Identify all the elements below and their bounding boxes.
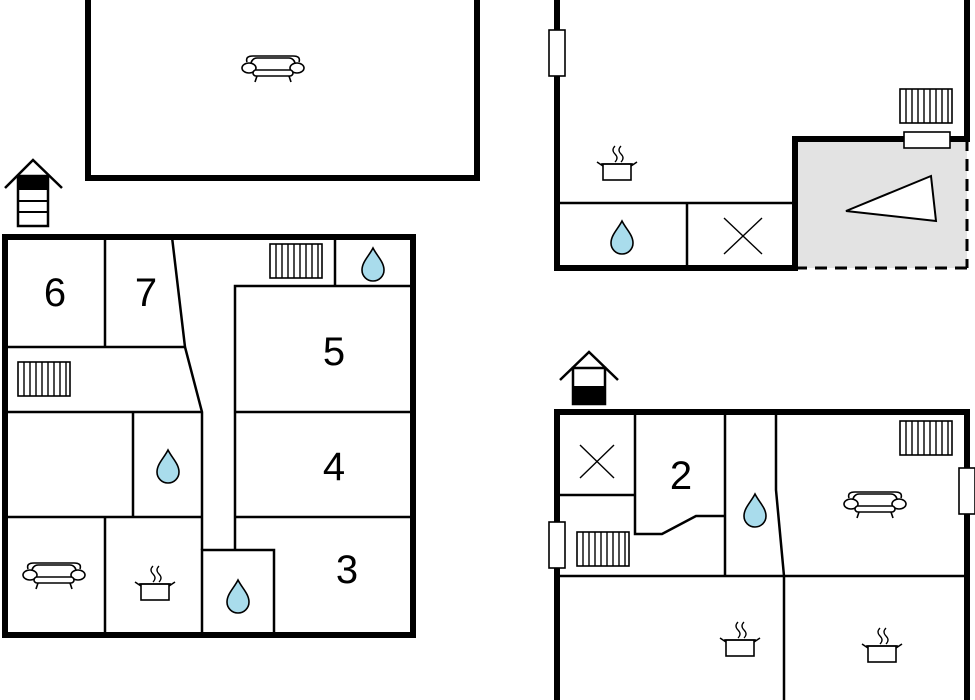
window-icon	[903, 131, 951, 149]
radiator-icon	[269, 243, 323, 279]
staircase-icon	[4, 158, 63, 228]
room-number-2: 2	[670, 454, 692, 498]
building-left: 6 7 5 4 3	[2, 158, 416, 638]
water-drop-icon	[743, 493, 767, 528]
cooking-pot-icon	[596, 145, 638, 181]
room-number-6: 6	[44, 271, 66, 315]
window-icon	[548, 521, 566, 569]
room-number-5: 5	[323, 330, 345, 374]
water-drop-icon	[361, 247, 385, 282]
building-top-right	[548, 0, 970, 271]
room-number-3: 3	[336, 548, 358, 592]
room-number-4: 4	[323, 445, 345, 489]
window-icon	[958, 467, 975, 515]
sofa-icon	[843, 491, 907, 519]
cooking-pot-icon	[719, 621, 761, 657]
cooking-pot-icon	[134, 565, 176, 601]
radiator-icon	[899, 420, 953, 456]
radiator-icon	[576, 531, 630, 567]
water-drop-icon	[610, 220, 634, 255]
water-drop-icon	[226, 579, 250, 614]
radiator-icon	[17, 361, 71, 397]
building-top-left	[85, 0, 480, 181]
sofa-icon	[241, 55, 305, 83]
water-drop-icon	[156, 449, 180, 484]
terrace-triangle	[845, 174, 938, 223]
building-bottom-right: 2	[548, 350, 975, 700]
window-icon	[548, 29, 566, 77]
staircase-icon	[559, 350, 619, 406]
cooking-pot-icon	[861, 627, 903, 663]
sofa-icon	[22, 562, 86, 590]
radiator-icon	[899, 88, 953, 124]
room-number-7: 7	[135, 271, 157, 315]
